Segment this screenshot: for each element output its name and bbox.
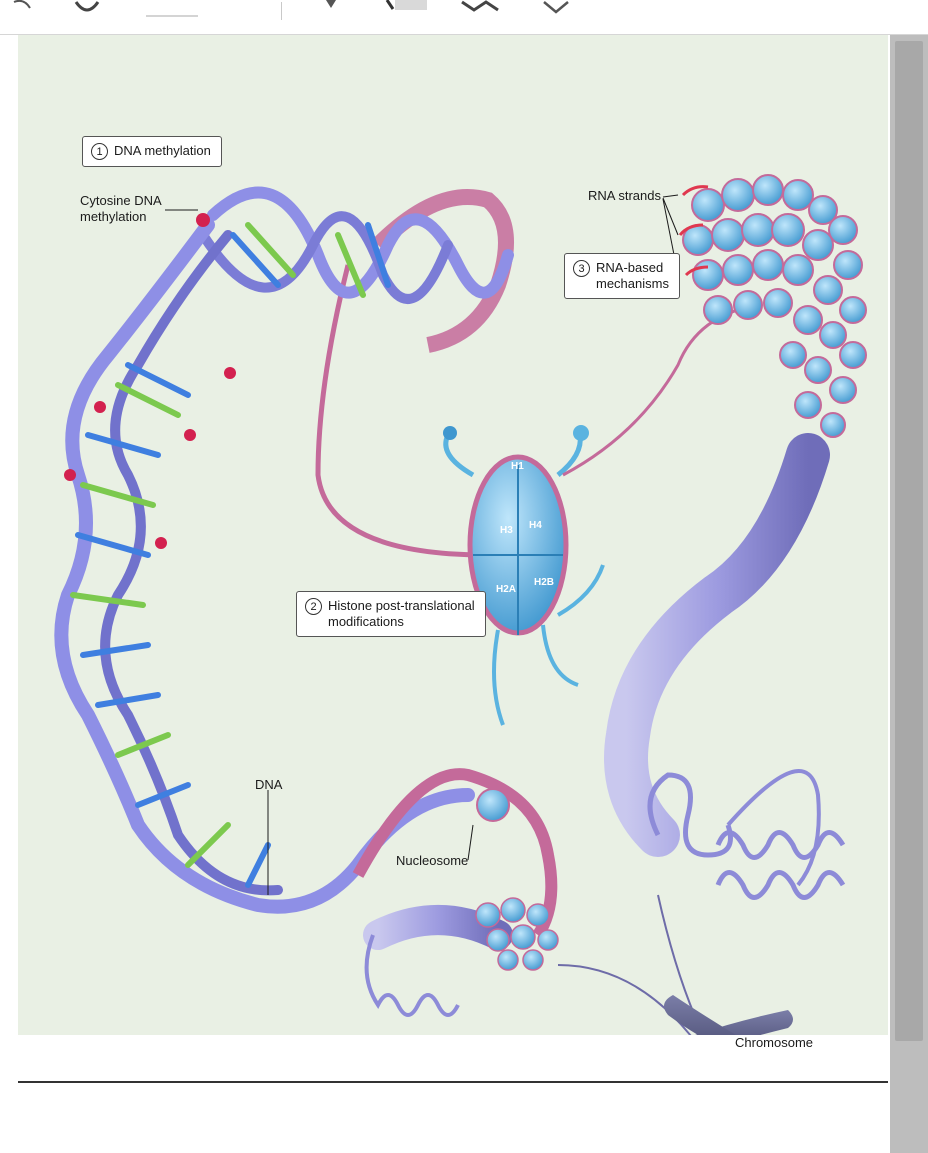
draw-icon[interactable] xyxy=(460,0,506,20)
histone-h1-label: H1 xyxy=(511,461,524,472)
toolbar-separator xyxy=(281,2,282,20)
callout-histone-modifications: 2 Histone post-translational modificatio… xyxy=(296,591,486,637)
nucleosome-label: Nucleosome xyxy=(396,853,468,869)
vertical-scrollbar[interactable] xyxy=(890,35,928,1153)
chromosome-label: Chromosome xyxy=(735,1035,813,1051)
dna-label: DNA xyxy=(255,777,282,793)
callout-dna-methylation: 1 DNA methylation xyxy=(82,136,222,167)
nucleosome-cluster-top xyxy=(683,175,866,437)
epigenetics-figure: 1 DNA methylation 2 Histone post-transla… xyxy=(18,35,888,1035)
dna-double-helix xyxy=(61,193,508,907)
highlight-icon[interactable] xyxy=(385,0,431,20)
cytosine-label: Cytosine DNA methylation xyxy=(80,193,162,225)
callout-rna-mechanisms: 3 RNA-based mechanisms xyxy=(564,253,680,299)
chromatin-fiber-loop xyxy=(378,197,506,345)
callout-text: Histone post-translational modifications xyxy=(328,598,475,630)
toolbar xyxy=(0,0,928,35)
rna-strands-label: RNA strands xyxy=(588,188,661,204)
histone-h2b-label: H2B xyxy=(534,577,554,588)
histone-h3-label: H3 xyxy=(500,525,513,536)
scrollbar-thumb[interactable] xyxy=(895,41,923,1041)
play-icon[interactable] xyxy=(322,0,342,20)
nucleosome-cluster-bottom xyxy=(476,898,558,970)
refresh-icon[interactable] xyxy=(70,0,104,20)
callout-text: DNA methylation xyxy=(114,143,211,159)
histone-h2a-label: H2A xyxy=(496,584,516,595)
zoom-field[interactable] xyxy=(146,0,198,20)
nucleosome xyxy=(477,789,509,821)
page-bottom-rule xyxy=(18,1081,888,1083)
chromosome xyxy=(664,995,793,1035)
callout-number: 2 xyxy=(305,598,322,615)
chromatin-fiber xyxy=(318,265,488,555)
callout-text: RNA-based mechanisms xyxy=(596,260,669,292)
epigenetics-illustration xyxy=(18,35,888,1035)
undo-icon[interactable] xyxy=(10,0,36,20)
callout-number: 3 xyxy=(573,260,590,277)
erase-icon[interactable] xyxy=(540,0,576,20)
callout-number: 1 xyxy=(91,143,108,160)
histone-h4-label: H4 xyxy=(529,520,542,531)
